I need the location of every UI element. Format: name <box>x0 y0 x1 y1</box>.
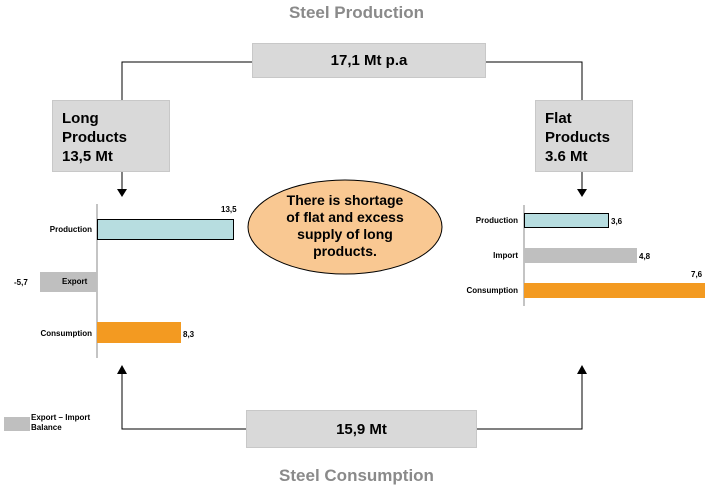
consumption-total-value: 15,9 Mt <box>336 420 387 438</box>
right-label-production: 3,6 <box>611 217 623 226</box>
right-bar-production <box>524 213 609 228</box>
callout-line-1: There is shortage <box>286 192 404 208</box>
right-cat-consumption: Consumption <box>466 286 518 295</box>
right-cat-production: Production <box>475 216 518 225</box>
left-bar-consumption <box>97 322 181 343</box>
production-total-box: 17,1 Mt p.a <box>252 43 486 78</box>
flat-products-value: 3.6 Mt <box>545 148 588 165</box>
right-bar-import <box>524 248 637 263</box>
right-label-consumption: 7,6 <box>691 270 703 279</box>
long-products-box: Long Products 13,5 Mt <box>52 100 170 172</box>
left-label-export: -5,7 <box>14 278 28 287</box>
callout-oval <box>247 179 443 275</box>
long-products-value: 13,5 Mt <box>62 148 113 165</box>
left-bar-export <box>40 272 97 292</box>
up-arrow-right-icon <box>577 365 587 374</box>
flat-products-line1: Flat <box>545 110 572 127</box>
legend-label-line1: Export – Import <box>31 413 91 422</box>
legend-swatch <box>4 417 30 431</box>
down-arrow-left-icon <box>117 189 127 197</box>
callout-line-2: of flat and excess <box>286 209 404 225</box>
callout-line-4: products. <box>313 243 377 259</box>
right-bar-consumption <box>524 283 705 298</box>
right-cat-import: Import <box>493 251 518 260</box>
left-label-consumption: 8,3 <box>183 330 195 339</box>
legend-label-line2: Balance <box>31 423 62 432</box>
left-bar-production <box>97 219 234 240</box>
flat-products-line2: Products <box>545 129 611 146</box>
up-arrow-left-icon <box>117 365 127 374</box>
right-label-import: 4,8 <box>639 252 651 261</box>
left-cat-consumption: Consumption <box>40 329 92 338</box>
left-cat-production: Production <box>49 225 92 234</box>
down-arrow-right-icon <box>577 189 587 197</box>
callout-line-3: supply of long <box>297 226 393 242</box>
long-products-line2: Products <box>62 129 128 146</box>
consumption-total-box: 15,9 Mt <box>246 410 477 448</box>
bottom-title: Steel Consumption <box>279 466 434 485</box>
production-total-value: 17,1 Mt p.a <box>330 52 408 69</box>
left-label-production: 13,5 <box>221 205 237 214</box>
left-cat-export: Export <box>62 277 88 286</box>
callout-text: There is shortage of flat and excess sup… <box>248 192 442 260</box>
flat-products-box: Flat Products 3.6 Mt <box>535 100 633 172</box>
long-products-line1: Long <box>62 110 99 127</box>
top-title: Steel Production <box>288 3 425 22</box>
